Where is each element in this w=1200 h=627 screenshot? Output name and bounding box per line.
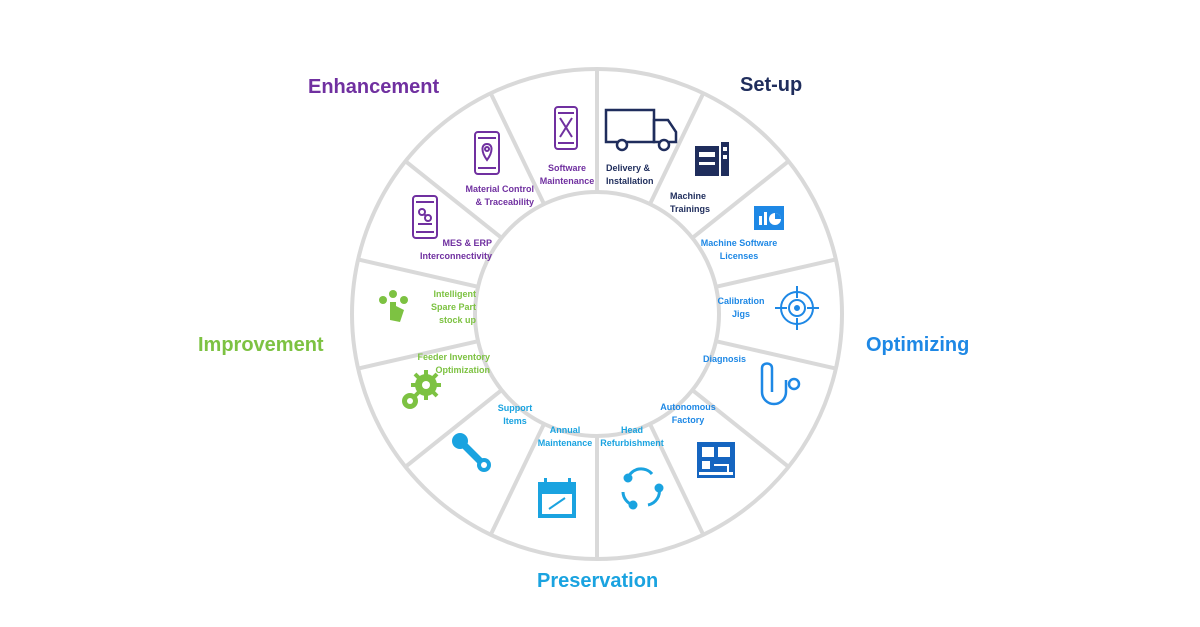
machine-icon — [695, 142, 729, 176]
calendar-icon — [538, 478, 576, 518]
category-optimizing: Optimizing — [866, 334, 970, 356]
label-spare-part: Intelligent Spare Part stock up — [430, 289, 476, 325]
truck-icon — [604, 108, 678, 152]
label-delivery-installation: Delivery & Installation — [606, 163, 654, 186]
segment-divider — [715, 257, 837, 289]
inner-ring — [473, 190, 721, 438]
segment-divider — [715, 339, 837, 371]
label-material-control: Material Control & Traceability — [465, 184, 534, 207]
phone-link-icon — [412, 195, 438, 239]
category-setup: Set-up — [740, 74, 803, 96]
label-diagnosis: Diagnosis — [703, 354, 747, 364]
cycle-icon — [621, 467, 664, 510]
segment-divider — [648, 92, 706, 205]
target-icon — [775, 286, 819, 330]
label-machine-trainings: Machine Trainings — [670, 191, 711, 214]
label-machine-software-licenses: Machine Software Licenses — [700, 238, 778, 261]
wrench-icon — [452, 433, 491, 472]
segment-divider — [488, 423, 546, 536]
gears-icon — [402, 370, 441, 409]
label-mes-erp: MES & ERP Interconnectivity — [419, 238, 492, 261]
label-feeder-inventory: Feeder Inventory Optimization — [417, 352, 490, 375]
segment-divider — [691, 388, 790, 469]
phone-wrench-icon — [554, 106, 578, 150]
segment-divider — [357, 339, 479, 371]
circuit-board-icon — [697, 442, 735, 478]
label-support-items: Support Items — [497, 403, 533, 426]
phone-location-icon — [474, 131, 500, 175]
chart-icon — [754, 206, 784, 230]
segment-divider — [488, 92, 546, 205]
segment-dividers — [357, 69, 837, 559]
segment-divider — [648, 423, 706, 536]
stethoscope-icon — [760, 362, 801, 406]
segment-divider — [357, 257, 479, 289]
label-annual-maintenance: Annual Maintenance — [537, 425, 593, 448]
label-software-maintenance: Software Maintenance — [539, 163, 595, 186]
segment-divider — [404, 388, 503, 469]
segment-divider — [691, 159, 790, 240]
segment-divider — [404, 159, 503, 240]
label-autonomous-factory: Autonomous Factory — [660, 402, 716, 425]
category-preservation: Preservation — [537, 570, 659, 592]
label-head-refurbishment: Head Refurbishment — [600, 425, 664, 448]
hand-touch-icon — [379, 290, 408, 322]
category-enhancement: Enhancement — [308, 76, 440, 98]
label-calibration-jigs: Calibration Jigs — [717, 296, 765, 319]
category-improvement: Improvement — [198, 334, 324, 356]
